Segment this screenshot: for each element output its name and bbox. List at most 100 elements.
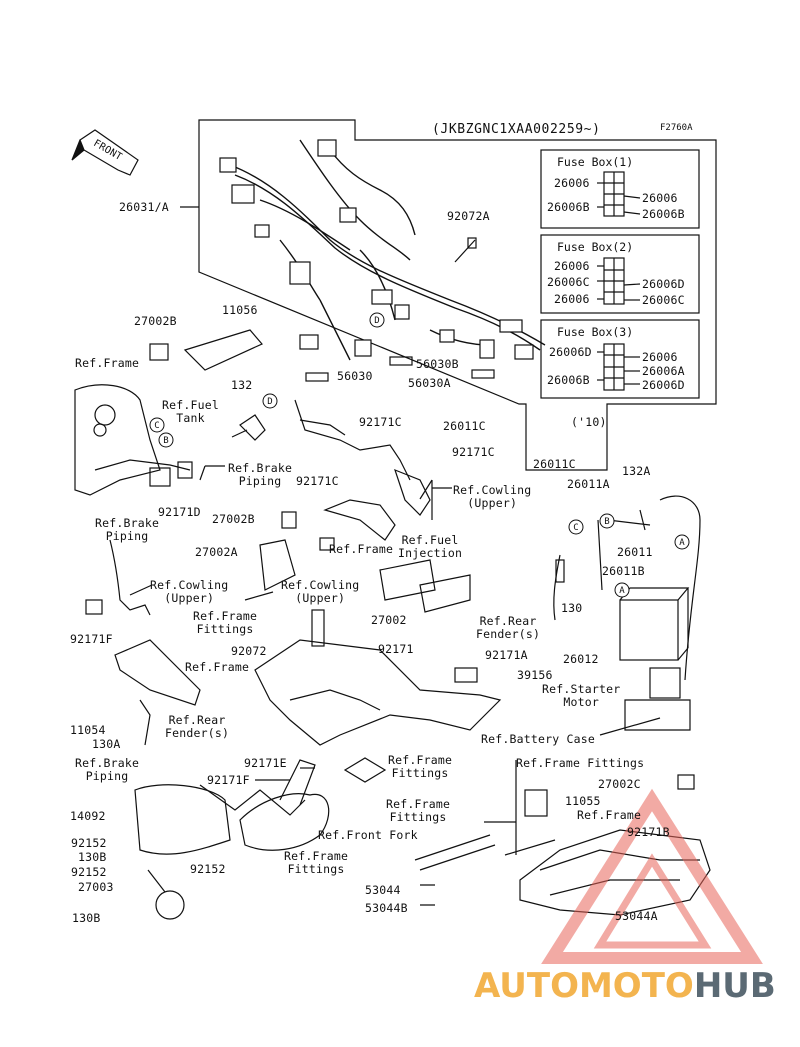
part-label: 27003 (78, 880, 114, 894)
part-label: 130B (78, 850, 107, 864)
ref-label: Ref.Battery Case (481, 732, 595, 746)
ref-label: Ref.Frame Fittings (284, 849, 349, 876)
fuse-block-1 (603, 171, 625, 217)
part-label: 92072A (447, 209, 490, 223)
watermark-part2: HUB (693, 966, 776, 1006)
part-label: 27002 (371, 613, 407, 627)
part-label: 92171D (158, 505, 201, 519)
part-label: 92171C (359, 415, 402, 429)
part-label: 130A (92, 737, 121, 751)
ref-label: Ref.Frame (75, 356, 140, 370)
part-label: 26031/A (119, 200, 169, 214)
ref-label: Ref.Frame (577, 808, 642, 822)
part-label: 27002B (134, 314, 177, 328)
brake-piping-left (109, 539, 151, 616)
ref-label: Ref.Rear Fender(s) (165, 713, 230, 740)
part-label: 92171B (627, 825, 670, 839)
part-label: 92152 (190, 862, 226, 876)
front-arrow (71, 129, 139, 176)
svg-text:A: A (619, 586, 625, 596)
part-label: 92152 (71, 865, 107, 879)
svg-text:C: C (154, 421, 159, 431)
callout-d-left (262, 393, 278, 409)
left-frame-part (74, 384, 161, 496)
callout-a-battery (614, 582, 630, 598)
harness-connectors (219, 139, 534, 360)
part-label: 92171A (485, 648, 528, 662)
fb3-right-2: 26006A (642, 364, 685, 378)
fb1-left-2: 26006B (547, 200, 590, 214)
part-label: 27002B (212, 512, 255, 526)
fuse-box-3-title: Fuse Box(3) (557, 325, 634, 339)
left-bracket-11054 (114, 639, 201, 706)
wiring-harness (229, 139, 546, 361)
part-label: 132 (231, 378, 253, 392)
part-label: 26011A (567, 477, 610, 491)
part-label: 27002A (195, 545, 238, 559)
part-label: 92171E (244, 756, 287, 770)
pipe-92171c (294, 399, 411, 481)
ref-label: Ref.Cowling (Upper) (150, 578, 229, 605)
ref-label: Ref.Frame (329, 542, 394, 556)
cover-14092 (134, 784, 231, 855)
fuse-block-3 (603, 343, 625, 391)
figure-code: F2760A (660, 123, 693, 133)
fuse-box-1-title: Fuse Box(1) (557, 155, 634, 169)
part-label: 56030A (408, 376, 451, 390)
part-label: 92171F (207, 773, 250, 787)
fb3-left-2: 26006B (547, 373, 590, 387)
vin-range: (JKBZGNC1XAA002259~) (432, 122, 601, 137)
svg-text:D: D (374, 316, 379, 326)
part-label: 11054 (70, 723, 106, 737)
fuse-box-2-title: Fuse Box(2) (557, 240, 634, 254)
svg-text:D: D (267, 397, 272, 407)
fb1-right-1: 26006 (642, 191, 678, 205)
callout-d-top (369, 312, 385, 328)
fb2-right-1: 26006D (642, 277, 685, 291)
part-label: 92171C (452, 445, 495, 459)
svg-text:B: B (604, 517, 609, 527)
part-label: 26011C (533, 457, 576, 471)
svg-text:A: A (679, 538, 685, 548)
fb3-right-3: 26006D (642, 378, 685, 392)
rod-53044 (414, 834, 556, 871)
ref-label: Ref.Cowling (Upper) (453, 483, 532, 510)
fb3-left-1: 26006D (549, 345, 592, 359)
fuse-box-2-frame (540, 234, 700, 314)
part-label: 26012 (563, 652, 599, 666)
callout-c-right (568, 519, 584, 535)
part-label: 132A (622, 464, 651, 478)
ref-label: Ref.Frame (185, 660, 250, 674)
ref-label: Ref.Frame Fittings (516, 756, 645, 770)
fuse-block-2 (603, 257, 625, 305)
fb2-left-3: 26006 (554, 292, 590, 306)
ref-label: Ref.Brake Piping (75, 756, 140, 783)
part-label: 56030B (416, 357, 459, 371)
ref-label: Ref.Fuel Injection (398, 533, 463, 560)
callout-c-left (149, 417, 165, 433)
part-label: 92171C (296, 474, 339, 488)
ref-label: Ref.Brake Piping (228, 461, 293, 488)
ref-label: Ref.Rear Fender(s) (476, 614, 541, 641)
ref-label: Ref.Frame Fittings (193, 609, 258, 636)
harness-boundary (198, 119, 717, 471)
watermark-part1: AUTOMOTO (474, 966, 694, 1006)
part-label: 130B (72, 911, 101, 925)
part-label: 130 (561, 601, 583, 615)
watermark-triangle (541, 788, 763, 964)
part-label: 56030 (337, 369, 373, 383)
frame-arm (323, 499, 396, 541)
ref-label: Ref.Starter Motor (542, 682, 621, 709)
fb3-right-1: 26006 (642, 350, 678, 364)
part-label: 26011 (617, 545, 653, 559)
svg-text:B: B (163, 436, 168, 446)
fuse-box-1-frame (540, 149, 700, 229)
fb2-right-2: 26006C (642, 293, 685, 307)
fuse-box-3-frame (540, 319, 700, 399)
part-label: 26011B (602, 564, 645, 578)
rear-fender (254, 639, 502, 746)
part-label: 39156 (517, 668, 553, 682)
watermark-logo: AUTOMOTOHUB (474, 966, 776, 1006)
svg-text:C: C (573, 523, 578, 533)
